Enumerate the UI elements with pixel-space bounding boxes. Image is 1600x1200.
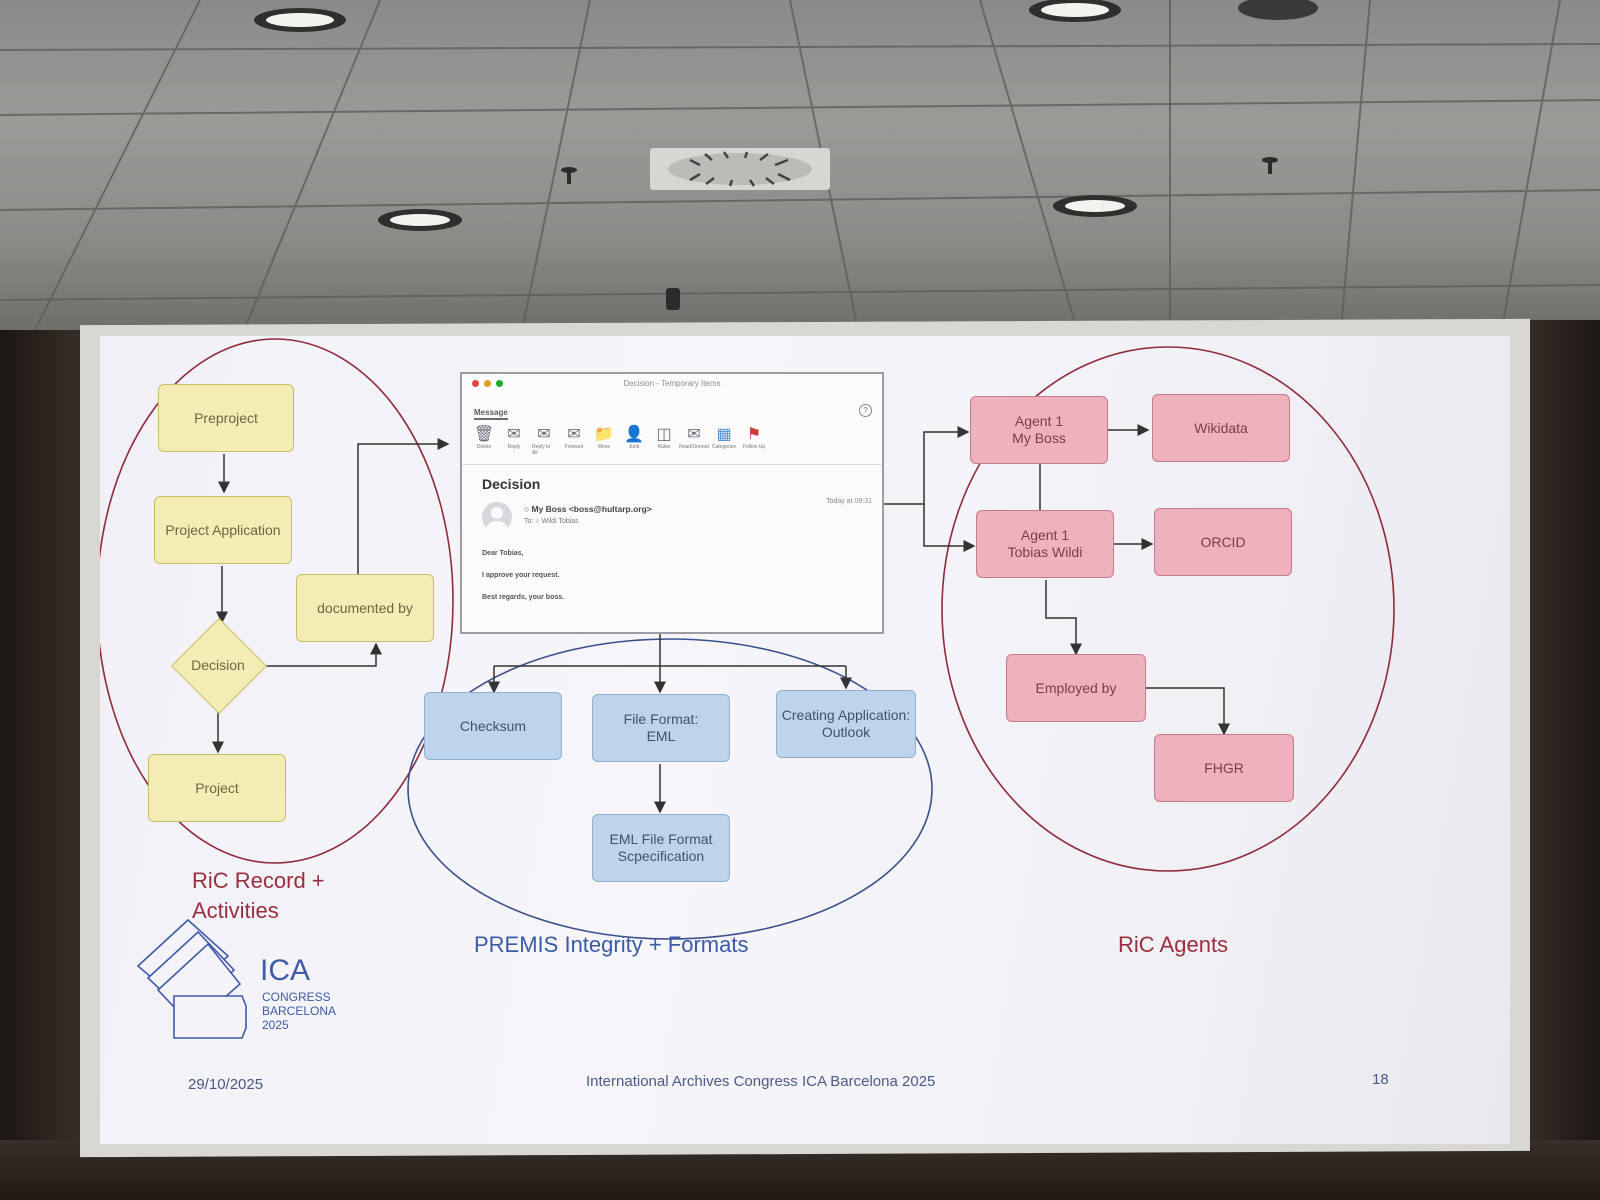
edge-tobias-employed [1045,580,1082,656]
move-icon: 📁Move [594,426,614,450]
node-file-format: File Format: EML [592,694,730,762]
node-preproject: Preproject [158,384,294,452]
delete-icon: 🗑Delete [473,426,495,450]
avatar [482,502,512,532]
footer-title: International Archives Congress ICA Barc… [586,1073,936,1090]
node-agent-tobias: Agent 1 Tobias Wildi [976,510,1114,578]
email-signoff: Best regards, your boss. [482,594,565,601]
record-ellipse [100,338,454,864]
email-body: I approve your request. [482,572,560,579]
caption-ric-agents: RiC Agents [1118,932,1229,957]
read-unread-icon: ✉Read/Unread [679,426,709,450]
email-window: Decision - Temporary Items Message ? 🗑De… [460,372,884,634]
logo-ica: ICA [260,954,311,987]
node-decision-label: Decision [191,657,245,673]
forward-icon: ✉Forward [564,426,584,450]
ceiling-vent [650,148,830,190]
categorize-icon: ▦Categorize [711,426,737,450]
tab-message: Message [474,408,508,420]
node-documented-by: documented by [296,574,434,642]
edge-documented-email [357,438,450,576]
email-ribbon: 🗑Delete ✉Reply ✉Reply to All ✉Forward 📁M… [472,426,862,460]
email-from: ○ My Boss <boss@hultarp.org> [524,504,652,514]
ica-logo-mark [136,918,247,1039]
logo-subtitle: CONGRESS BARCELONA 2025 [262,990,337,1032]
window-controls [472,380,503,387]
email-date: Today at 09:31 [826,498,872,505]
reply-icon: ✉Reply [507,426,521,450]
node-checksum: Checksum [424,692,562,760]
node-orcid: ORCID [1154,508,1292,576]
caption-premis: PREMIS Integrity + Formats [474,932,749,957]
ceiling-sensors [561,157,1278,310]
ceiling [0,0,1600,340]
node-agent-boss: Agent 1 My Boss [970,396,1108,464]
node-wikidata: Wikidata [1152,394,1290,462]
footer-date: 29/10/2025 [188,1076,264,1093]
connector-layer [100,338,1395,940]
node-project: Project [148,754,286,822]
edge-decision-documented [266,642,382,667]
wall-left [0,330,90,1200]
node-employed-by: Employed by [1006,654,1146,722]
caption-ric-record: RiC Record + Activities [192,868,325,923]
edge-email-agents [884,426,970,505]
rules-icon: ◫Rules [656,426,672,450]
edge-employed-fhgr [1146,687,1230,736]
node-project-application: Project Application [154,496,292,564]
node-fhgr: FHGR [1154,734,1294,802]
help-icon: ? [859,404,872,417]
agents-ellipse [941,346,1395,872]
projection-screen: Preproject Project Application Decision … [100,336,1510,1144]
premis-ellipse [407,638,933,940]
node-creating-application: Creating Application: Outlook [776,690,916,758]
ceiling-tiles [0,0,1600,340]
email-greeting: Dear Tobias, [482,550,524,557]
flag-icon: ⚑Follow Up [742,426,766,450]
junk-icon: 👤Junk [624,426,644,450]
email-to: To: ○ Wildi Tobias [524,518,579,525]
reply-all-icon: ✉Reply to All [532,426,551,456]
ceiling-lights [254,0,1318,231]
node-eml-spec: EML File Format Scpecification [592,814,730,882]
email-window-title: Decision - Temporary Items [623,379,721,388]
email-subject: Decision [482,476,541,492]
footer-page-number: 18 [1372,1071,1389,1088]
